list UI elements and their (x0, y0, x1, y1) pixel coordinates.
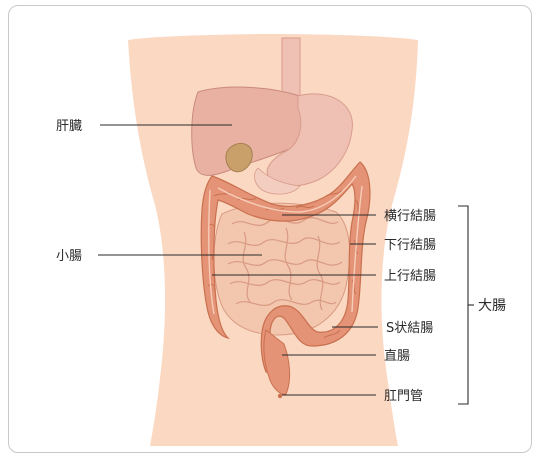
label-small-intestine: 小腸 (56, 249, 82, 264)
label-large-intestine: 大腸 (478, 298, 506, 314)
label-rectum: 直腸 (384, 349, 410, 364)
label-ascending-colon: 上行結腸 (384, 269, 436, 284)
anus-point (278, 394, 282, 398)
label-descending-colon: 下行結腸 (384, 238, 436, 253)
label-anal-canal: 肛門管 (384, 389, 423, 404)
large-intestine-bracket (458, 206, 468, 404)
label-sigmoid-colon: S状結腸 (386, 321, 433, 336)
label-liver: 肝臓 (56, 119, 82, 134)
label-transverse-colon: 横行結腸 (384, 209, 436, 224)
